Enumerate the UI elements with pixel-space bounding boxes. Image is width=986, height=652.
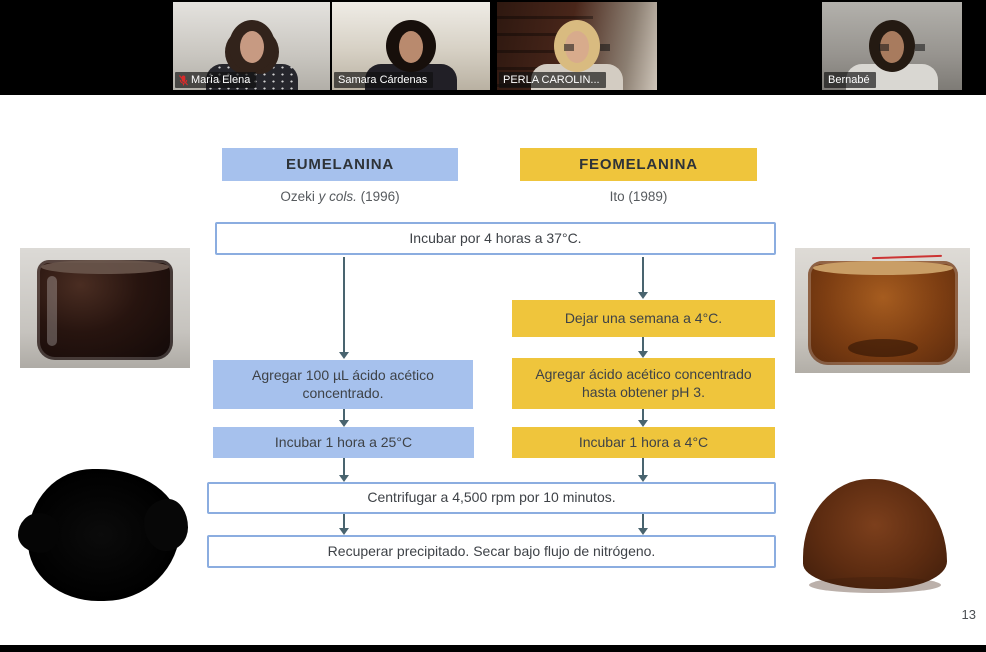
eumelanina-reference: Ozeki y cols. (1996) [280,189,400,204]
participant-head [228,20,275,72]
step-incubate-4h: Incubar por 4 horas a 37°C. [215,222,776,255]
muted-mic-icon [179,74,188,85]
participant-name: Samara Cárdenas [338,74,428,86]
eumelanina-header: EUMELANINA [222,148,458,181]
pheomelanin-powder-photo [803,479,947,593]
flow-arrow [339,257,349,359]
eumelanin-powder-photo [18,469,188,601]
pheomelanin-solution-photo [795,248,970,373]
step-incubar-4: Incubar 1 hora a 4°C [512,427,775,458]
flow-arrow [638,514,648,535]
participant-name: Bernabé [828,74,870,86]
participant-name-tag: María Elena [175,72,257,88]
participant-name: PERLA CAROLIN... [503,74,600,86]
step-recuperar: Recuperar precipitado. Secar bajo flujo … [207,535,776,568]
participant-tile-maria-elena[interactable]: María Elena [173,2,330,90]
shared-slide: EUMELANINA FEOMELANINA Ozeki y cols. (19… [0,95,986,645]
step-agregar-acido-eumelanina: Agregar 100 µL ácido acético concentrado… [213,360,473,409]
glasses [564,44,610,51]
flow-arrow [339,514,349,535]
eumelanin-solution-photo [20,248,190,368]
participant-silhouette [361,20,461,90]
flow-arrow [339,409,349,427]
flow-arrow [638,337,648,358]
amber-liquid-jar [807,261,958,365]
step-agregar-acido-feomelanina: Agregar ácido acético concentrado hasta … [512,358,775,409]
feomelanina-reference: Ito (1989) [609,189,668,204]
feomelanina-header: FEOMELANINA [520,148,757,181]
flow-arrow [638,409,648,427]
participant-tile-perla-carolina[interactable]: PERLA CAROLIN... [497,2,657,90]
flow-arrow [638,458,648,482]
step-dejar-semana: Dejar una semana a 4°C. [512,300,775,337]
glasses [879,44,925,51]
video-feed [822,2,962,90]
participant-filmstrip: María Elena Samara Cárdenas [0,0,986,95]
dark-liquid-jar [37,260,173,360]
participant-name-tag: PERLA CAROLIN... [499,72,606,88]
participant-name-tag: Samara Cárdenas [334,72,434,88]
slide-page-number: 13 [961,607,976,622]
flow-arrow [339,458,349,482]
step-incubar-25: Incubar 1 hora a 25°C [213,427,474,458]
participant-silhouette [527,20,627,90]
participant-name-tag: Bernabé [824,72,876,88]
flow-arrow [638,257,648,299]
step-centrifugar: Centrifugar a 4,500 rpm por 10 minutos. [207,482,776,514]
participant-tile-samara-cardenas[interactable]: Samara Cárdenas [332,2,490,90]
participant-tile-bernabe[interactable]: Bernabé [822,2,962,90]
participant-name: María Elena [191,74,251,86]
